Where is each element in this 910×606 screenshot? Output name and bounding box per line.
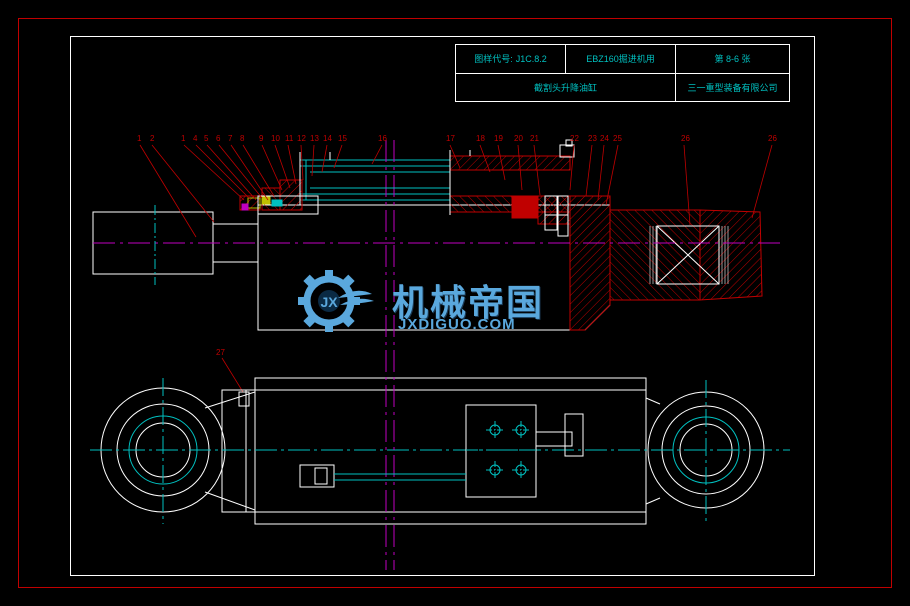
wings-icon — [338, 290, 374, 305]
balloon-9: 9 — [259, 134, 264, 143]
watermark: JX 机械帝国 — [298, 270, 620, 334]
balloon-12: 12 — [297, 134, 306, 143]
balloon-27: 26 — [768, 134, 777, 143]
balloon-17: 17 — [446, 134, 455, 143]
part-name-cell: 截割头升降油缸 — [456, 73, 676, 101]
balloon-13: 13 — [310, 134, 319, 143]
product-name-cell: EBZ160掘进机用 — [566, 45, 676, 73]
company-name-cell: 三一重型装备有限公司 — [687, 82, 778, 93]
title-block-row-bottom: 截割头升降油缸 三一重型装备有限公司 — [456, 73, 789, 101]
balloon-24: 24 — [600, 134, 609, 143]
balloon-26: 26 — [681, 134, 690, 143]
balloon-15: 15 — [338, 134, 347, 143]
title-block: 图样代号: J1C.8.2 EBZ160掘进机用 第 8-6 张 截割头升降油缸… — [455, 44, 790, 102]
balloon-7: 7 — [228, 134, 233, 143]
balloon-19: 19 — [494, 134, 503, 143]
balloon-14: 14 — [323, 134, 332, 143]
balloon-20: 20 — [514, 134, 523, 143]
balloon-16: 16 — [378, 134, 387, 143]
logo-jx-text: JX — [320, 294, 338, 310]
balloon-10: 10 — [271, 134, 280, 143]
balloon-6: 6 — [216, 134, 221, 143]
balloon-4: 4 — [193, 134, 198, 143]
drawing-inner-frame — [70, 36, 815, 576]
balloon-18: 18 — [476, 134, 485, 143]
balloon-23: 23 — [588, 134, 597, 143]
drawing-outer-border — [18, 18, 892, 588]
balloon-5: 5 — [204, 134, 209, 143]
watermark-sub-text: JXDIGUO.COM — [398, 316, 516, 333]
sheet-number-cell: 第 8-6 张 — [714, 54, 751, 65]
drawing-number-label: 图样代号: — [474, 54, 513, 65]
balloon-11: 11 — [285, 134, 294, 143]
balloon-25: 25 — [613, 134, 622, 143]
drawing-number-cell: 图样代号: J1C.8.2 — [456, 45, 566, 73]
balloon-27-bottom: 27 — [216, 348, 225, 357]
balloon-1: 1 — [137, 134, 142, 143]
title-block-row-top: 图样代号: J1C.8.2 EBZ160掘进机用 第 8-6 张 — [456, 45, 789, 74]
balloon-21: 21 — [530, 134, 539, 143]
balloon-22: 22 — [570, 134, 579, 143]
drawing-number-value: J1C.8.2 — [515, 53, 547, 64]
balloon-8: 8 — [240, 134, 245, 143]
balloon-2: 2 — [150, 134, 155, 143]
balloon-3: 1 — [181, 134, 186, 143]
watermark-main-text: 机械帝国 — [392, 282, 545, 323]
